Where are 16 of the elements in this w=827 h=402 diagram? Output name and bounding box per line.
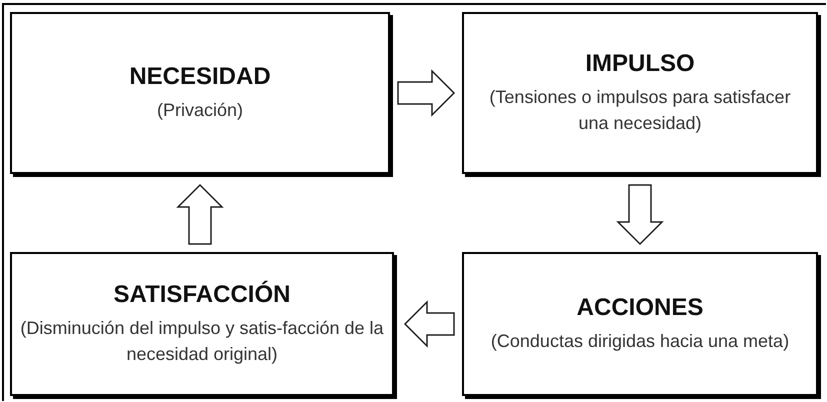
- box-description: (Privación): [156, 98, 244, 122]
- process-box: [462, 12, 818, 174]
- block-arrow: [176, 184, 224, 245]
- box-heading: SATISFACCIÓN: [114, 280, 290, 309]
- block-arrow: [404, 300, 455, 348]
- block-arrow: [397, 69, 456, 117]
- box-heading: IMPULSO: [585, 50, 695, 78]
- process-box: [10, 252, 394, 396]
- block-arrow: [616, 184, 664, 246]
- process-box: [462, 252, 818, 396]
- process-box: [10, 12, 390, 174]
- box-description: (Conductas dirigidas hacia una meta): [490, 330, 790, 353]
- box-heading: ACCIONES: [576, 294, 704, 322]
- box-description: (Tensiones o impulsos para satisfacer una necesidad): [488, 86, 792, 135]
- box-description: (Disminución del impulso y satis-facción de la necesidad original): [20, 316, 384, 366]
- box-heading: NECESIDAD: [129, 62, 271, 91]
